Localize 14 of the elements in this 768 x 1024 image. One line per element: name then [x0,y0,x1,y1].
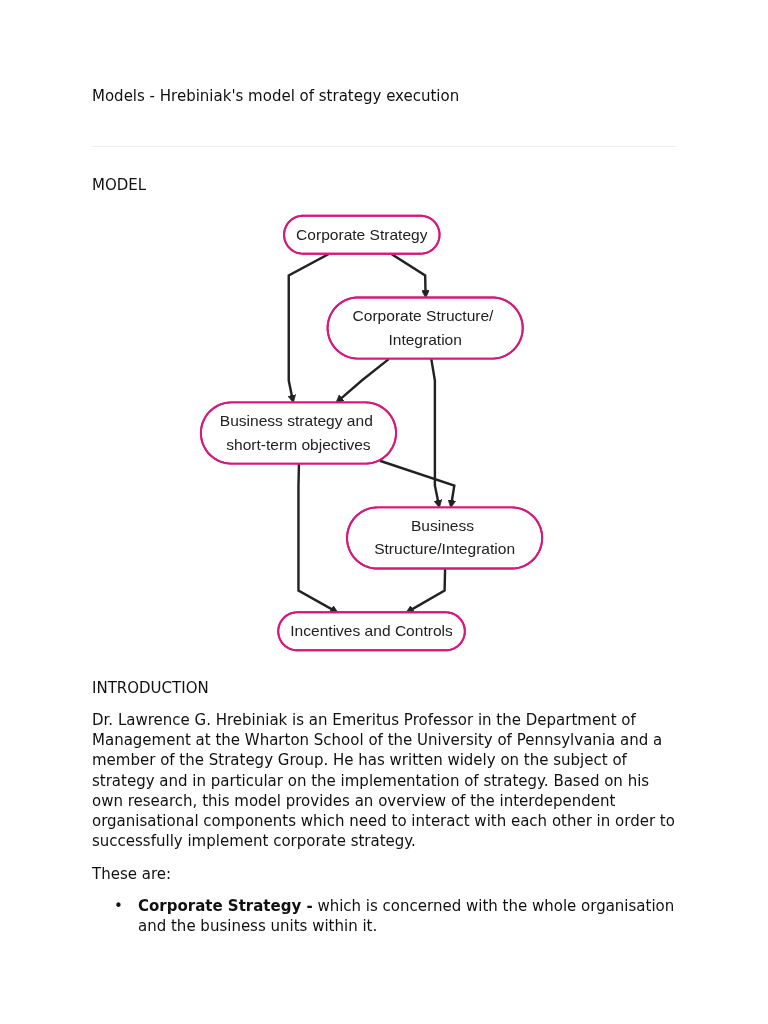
arrow [297,463,339,613]
arrow [336,357,390,403]
arrow [391,252,431,298]
arrow [430,358,443,508]
page-title: Models - Hrebiniak's model of strategy execution [92,86,461,107]
paragraph: Dr. Lawrence G. Hrebiniak is an Emeritus Professor in the Department of Management at the Wharton School of the University of Pennsylvania and a member of the Strategy Group. He has written widely on the subject of strategy and in particular on the implementation of strategy. Based on his own research, this model provides an overview of the interdependent organisational components which need to interact with each other in order to successfully implement corporate strategy. [92,709,676,852]
arrow [406,568,447,613]
bullet-item: Corporate Strategy - which is concerned with the whole organisation and the business units within it. [138,895,676,937]
section-heading: MODEL [92,175,148,196]
arrow [288,252,330,403]
arrow [379,459,457,508]
paragraph: These are: [92,863,173,884]
bullet-marker: • [114,895,124,917]
section-heading: INTRODUCTION [92,677,210,698]
